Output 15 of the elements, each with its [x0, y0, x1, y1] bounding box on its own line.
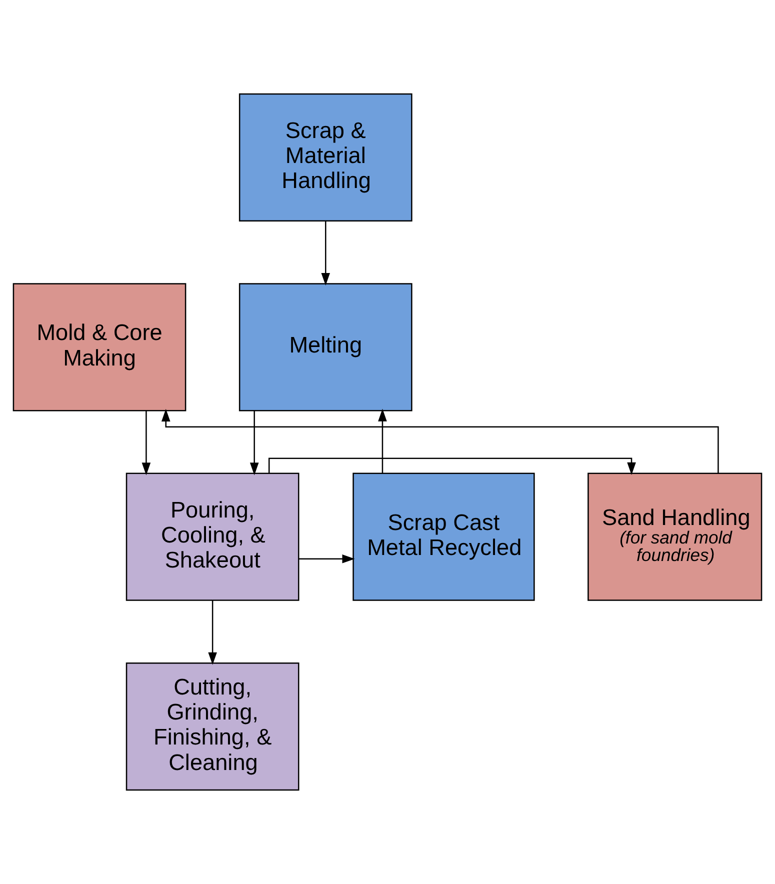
- arrow: [298, 554, 355, 564]
- node-box: Pouring, Cooling, & Shakeout: [126, 472, 300, 601]
- arrow: [268, 458, 636, 475]
- node-box: Cutting, Grinding, Finishing, & Cleaning: [126, 662, 300, 791]
- node-box: Scrap Cast Metal Recycled: [352, 472, 535, 601]
- arrow: [321, 221, 330, 286]
- node-box: Mold & Core Making: [12, 283, 186, 412]
- arrow: [378, 408, 387, 474]
- node-box: Scrap & Material Handling: [238, 93, 412, 222]
- arrow: [161, 408, 719, 474]
- arrow: [208, 600, 217, 665]
- arrow: [250, 410, 259, 476]
- node-box: Sand Handling (for sand mold foundries): [588, 472, 762, 601]
- arrow: [142, 410, 151, 476]
- node-box: Melting: [238, 283, 412, 412]
